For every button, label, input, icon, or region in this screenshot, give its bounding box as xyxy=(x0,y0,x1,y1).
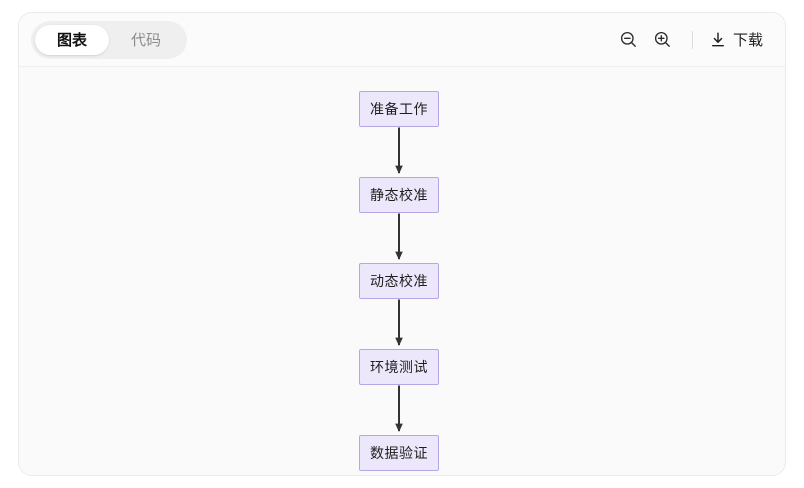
card-header: 图表 代码 xyxy=(19,13,785,67)
flowchart: 准备工作 静态校准 动态校准 环境测试 数据验证 xyxy=(19,67,785,475)
flow-node-n1[interactable]: 准备工作 xyxy=(359,91,439,127)
zoom-out-button[interactable] xyxy=(612,23,646,57)
zoom-in-icon xyxy=(653,30,672,49)
download-icon xyxy=(709,31,727,49)
diagram-card: 图表 代码 xyxy=(18,12,786,476)
tab-chart[interactable]: 图表 xyxy=(35,24,110,55)
flow-node-n2[interactable]: 静态校准 xyxy=(359,177,439,213)
view-tab-group: 图表 代码 xyxy=(31,20,188,59)
tab-code[interactable]: 代码 xyxy=(131,32,162,49)
flow-node-n3[interactable]: 动态校准 xyxy=(359,263,439,299)
flowchart-edges xyxy=(395,127,403,432)
diagram-canvas[interactable]: 准备工作 静态校准 动态校准 环境测试 数据验证 xyxy=(19,67,785,475)
flow-node-n5[interactable]: 数据验证 xyxy=(359,435,439,471)
download-button[interactable]: 下载 xyxy=(705,23,767,57)
zoom-out-icon xyxy=(619,30,638,49)
download-label: 下载 xyxy=(732,32,763,49)
zoom-in-button[interactable] xyxy=(646,23,680,57)
toolbar-divider xyxy=(691,30,693,49)
flow-node-n4[interactable]: 环境测试 xyxy=(359,349,439,385)
toolbar: 下载 xyxy=(612,23,767,57)
